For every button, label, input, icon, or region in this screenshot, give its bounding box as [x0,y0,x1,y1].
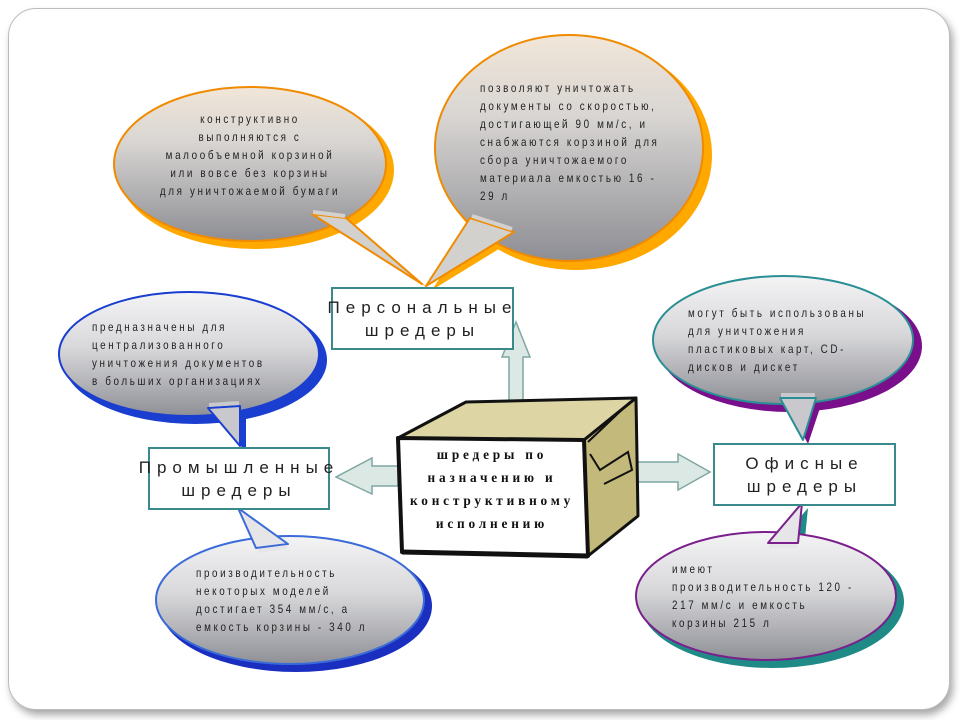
callout-office-purpose-text: могут быть использованы для уничтожения … [688,306,867,374]
callout-office-performance-text: имеют производительность 120 - 217 мм/с … [672,562,854,630]
category-industrial: Промышленные шредеры [139,447,333,510]
category-office-label: Офисные шредеры [745,453,864,496]
callout-industrial-performance [155,507,432,672]
category-personal: Персональные шредеры [328,287,514,350]
category-industrial-label: Промышленные шредеры [138,457,340,500]
callout-industrial-purpose-text: предназначены для централизованного унич… [92,320,265,388]
callout-office-purpose [652,275,922,444]
callout-personal-basket [113,86,428,288]
arrow-to-industrial [334,456,399,496]
callout-personal-speed [425,34,712,290]
category-personal-label: Персональные шредеры [327,297,518,340]
callout-personal-basket-text: конструктивно выполняются с малообъемной… [159,112,341,198]
callout-personal-speed-text: позволяют уничтожать документы со скорос… [480,81,660,203]
category-office: Офисные шредеры [713,443,896,506]
callout-industrial-purpose [58,291,327,452]
center-title: шредеры по назначению и конструктивному … [409,448,575,532]
callout-office-performance [635,502,904,668]
callout-industrial-performance-text: производительность некоторых моделей дос… [196,566,368,634]
center-cube [396,396,640,559]
arrow-to-office [633,452,712,492]
